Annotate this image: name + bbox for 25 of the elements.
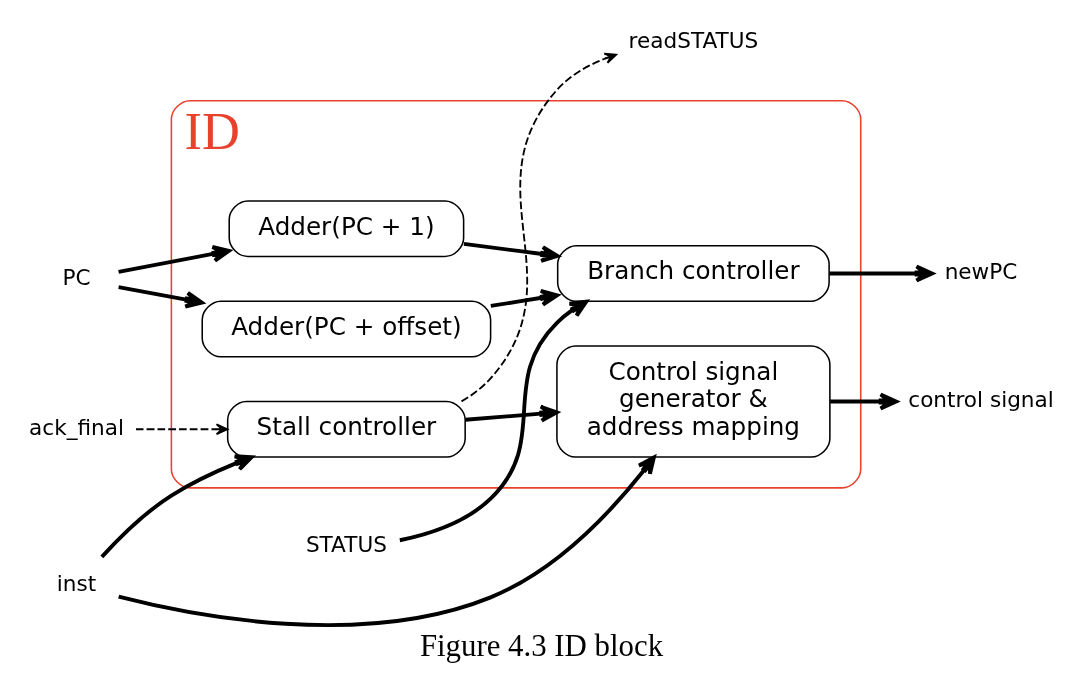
node-box: Branch controller [556,244,830,302]
node-box: Adder(PC + offset) [201,300,492,358]
node-text: STATUS [305,532,387,558]
node-text: readSTATUS [628,27,759,53]
caption: Figure 4.3 ID block [419,629,664,664]
node-box: Stall controller [226,400,466,458]
node-text: newPC [944,259,1018,285]
arrow [399,299,589,543]
arrow [118,455,656,627]
arrow [460,52,618,403]
arrow [465,404,559,423]
arrow [830,392,899,411]
arrow [829,264,934,283]
arrow [100,454,254,559]
arrow [118,245,231,274]
node-box: Control signal generator & address mapping [556,345,831,458]
arrow [490,288,560,308]
arrow [135,423,229,436]
node-text: inst [56,570,97,596]
node-box: Adder(PC + 1) [228,200,465,258]
arrow [118,285,204,309]
arrow [463,241,560,263]
node-text: control signal [908,387,1054,413]
node-text: ack_final [29,414,124,440]
node-text: PC [62,265,91,291]
